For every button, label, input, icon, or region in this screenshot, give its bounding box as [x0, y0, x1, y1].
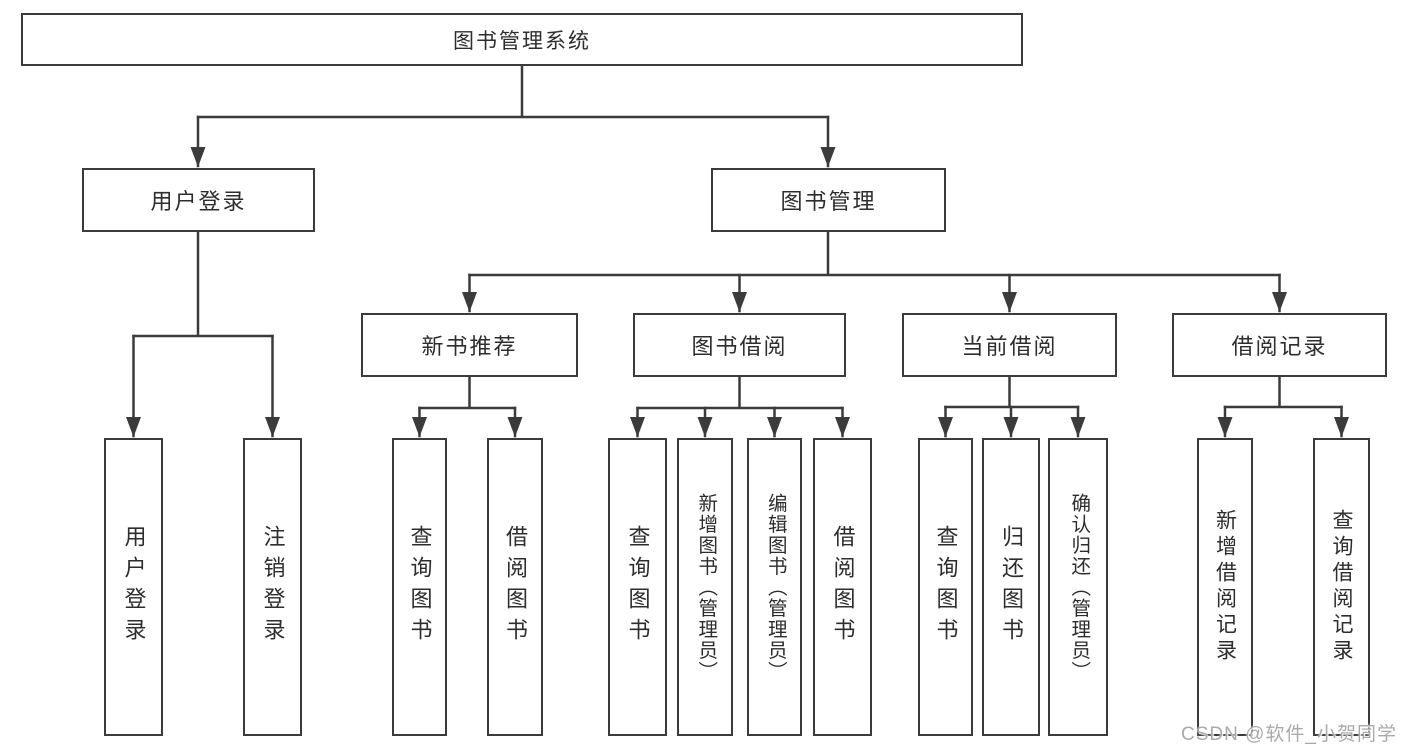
connector-borrow-record-children [1217, 375, 1349, 438]
node-current-borrowing: 当前借阅 [902, 313, 1117, 377]
node-query-books-leaf-2: 查询图书 [608, 438, 667, 736]
node-new-book-recommendation: 新书推荐 [361, 313, 578, 377]
node-label: 借阅图书 [830, 525, 856, 649]
node-add-borrow-record-leaf: 新增借阅记录 [1197, 438, 1253, 736]
node-label: 图书管理系统 [453, 29, 591, 53]
csdn-watermark: CSDN @软件_小贺同学 [1181, 724, 1397, 745]
node-label: 借阅图书 [503, 525, 528, 649]
node-library-management-system: 图书管理系统 [21, 13, 1023, 66]
node-label: 用户登录 [121, 525, 147, 649]
node-add-books-admin-leaf: 新增图书（管理员） [677, 438, 733, 736]
node-query-books-leaf-1: 查询图书 [392, 438, 447, 736]
node-label: 新增借阅记录 [1213, 509, 1237, 665]
node-label: 确认归还（管理员） [1067, 492, 1090, 682]
node-query-borrow-record-leaf: 查询借阅记录 [1313, 438, 1370, 736]
connector-new-book-rec-children [412, 375, 523, 438]
node-user-login-leaf: 用户登录 [104, 438, 163, 736]
node-label: 用户登录 [150, 189, 247, 214]
connector-current-borrow-children [938, 375, 1086, 438]
connector-book-borrow-children [630, 375, 850, 438]
connector-book-mgmt-children [462, 230, 1287, 313]
connector-user-login-children [126, 230, 280, 438]
node-label: 查询图书 [407, 525, 433, 649]
node-book-management: 图书管理 [711, 168, 946, 232]
node-user-login: 用户登录 [82, 168, 315, 232]
node-label: 借阅记录 [1231, 334, 1328, 359]
node-confirm-return-admin-leaf: 确认归还（管理员） [1048, 438, 1108, 736]
node-label: 图书借阅 [691, 334, 788, 359]
node-label: 图书管理 [780, 189, 877, 214]
node-logout-leaf: 注销登录 [243, 438, 302, 736]
node-book-borrowing: 图书借阅 [633, 313, 846, 377]
node-label: 注销登录 [260, 525, 286, 649]
node-label: 当前借阅 [961, 334, 1058, 359]
node-borrow-books-leaf-1: 借阅图书 [487, 438, 543, 736]
node-label: 查询图书 [625, 525, 651, 649]
connector-root-to-level2 [190, 64, 836, 168]
node-label: 新增图书（管理员） [694, 492, 717, 682]
node-label: 查询图书 [933, 525, 959, 649]
node-label: 编辑图书（管理员） [764, 492, 787, 682]
node-borrow-books-leaf-2: 借阅图书 [813, 438, 872, 736]
node-label: 查询借阅记录 [1330, 509, 1353, 665]
node-return-books-leaf: 归还图书 [982, 438, 1040, 736]
node-label: 归还图书 [999, 525, 1024, 649]
node-borrowing-records: 借阅记录 [1172, 313, 1387, 377]
node-label: 新书推荐 [421, 334, 518, 359]
node-query-books-leaf-3: 查询图书 [918, 438, 973, 736]
node-edit-books-admin-leaf: 编辑图书（管理员） [747, 438, 802, 736]
